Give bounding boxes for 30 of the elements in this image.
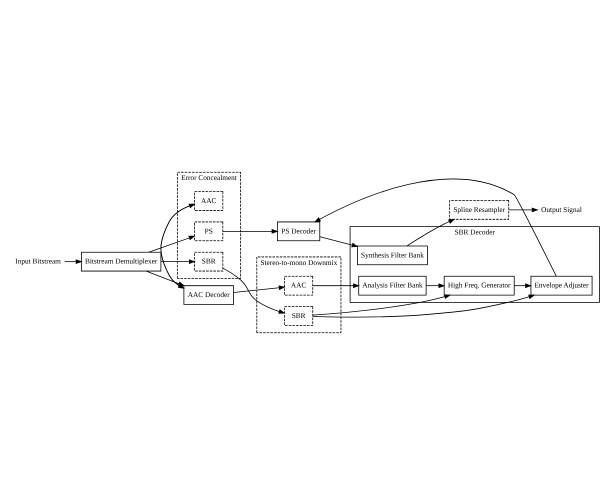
arrow xyxy=(312,282,360,288)
arrow xyxy=(320,236,358,247)
arrow xyxy=(233,284,286,292)
node-box: Envelope Adjuster xyxy=(530,275,592,295)
node-box: PS xyxy=(194,221,224,241)
arrow xyxy=(312,294,452,316)
node-box: SBR xyxy=(284,306,314,326)
node-box: AAC xyxy=(194,190,224,210)
node-box: PS Decoder xyxy=(277,221,320,241)
arrow xyxy=(64,258,83,264)
arrow xyxy=(222,267,286,314)
node-box: SBR xyxy=(194,251,224,271)
node-box: Bitstream Demultiplexer xyxy=(81,251,162,271)
arrow xyxy=(160,258,196,264)
node-box: AAC xyxy=(284,275,314,295)
arrow xyxy=(406,218,456,246)
node-box: AAC Decoder xyxy=(184,284,234,304)
node-box: Analysis Filter Bank xyxy=(358,275,427,295)
arrow xyxy=(148,235,196,252)
arrow xyxy=(426,282,446,288)
arrow xyxy=(312,294,536,317)
arrow xyxy=(314,178,557,276)
node-box: Spline Resampler xyxy=(449,200,510,220)
node-box: Synthesis Filter Bank xyxy=(357,245,428,265)
node-box: High Freq. Generator xyxy=(444,275,515,295)
arrow xyxy=(514,282,532,288)
node-text: Output Signal xyxy=(541,204,582,214)
arrow xyxy=(508,207,539,212)
node-text: Input Bitstream xyxy=(15,256,61,266)
arrow xyxy=(222,228,278,234)
